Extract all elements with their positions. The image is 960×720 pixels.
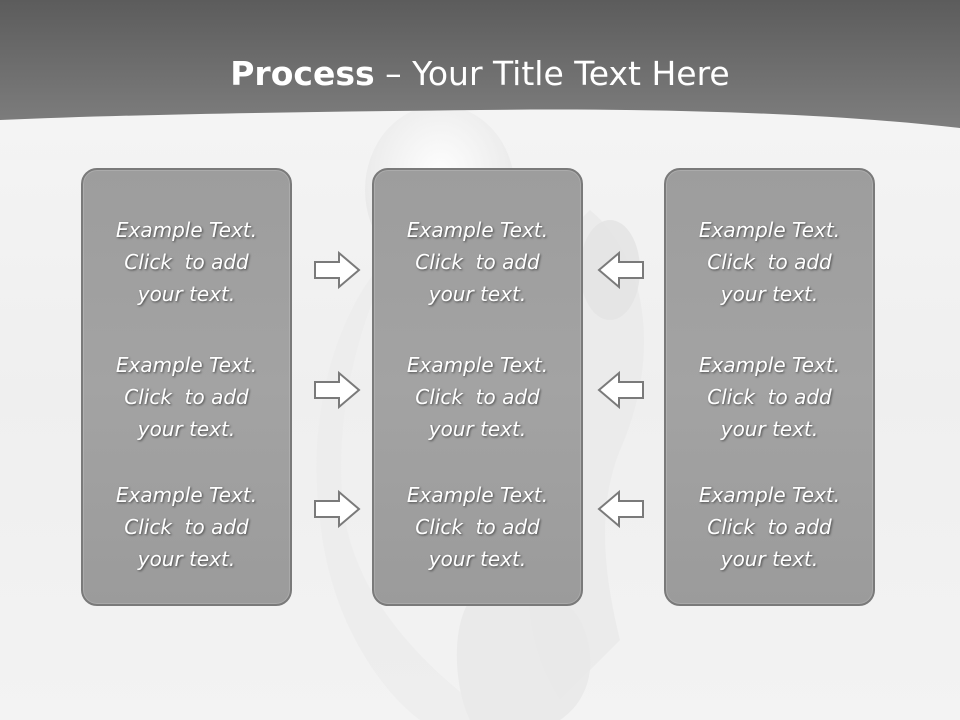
text-line: Example Text. [698, 353, 841, 377]
page-title: Process – Your Title Text Here [0, 50, 960, 98]
right-text-panel[interactable]: Example Text. Click to add your text. Ex… [664, 168, 875, 606]
text-placeholder[interactable]: Example Text. Click to add your text. [83, 349, 290, 445]
text-placeholder[interactable]: Example Text. Click to add your text. [374, 349, 581, 445]
text-placeholder[interactable]: Example Text. Click to add your text. [374, 214, 581, 310]
text-line: Example Text. [406, 353, 549, 377]
text-line: your text. [428, 417, 527, 441]
arrow-right-icon [314, 250, 361, 290]
arrow-left-icon [597, 489, 644, 529]
text-line: your text. [428, 282, 527, 306]
text-line: Example Text. [115, 218, 258, 242]
text-line: Click to add [415, 515, 540, 539]
text-line: your text. [720, 282, 819, 306]
text-placeholder[interactable]: Example Text. Click to add your text. [666, 479, 873, 575]
center-text-panel[interactable]: Example Text. Click to add your text. Ex… [372, 168, 583, 606]
title-rest: – Your Title Text Here [374, 54, 730, 93]
left-text-panel[interactable]: Example Text. Click to add your text. Ex… [81, 168, 292, 606]
title-bold: Process [230, 54, 375, 93]
text-line: Example Text. [115, 353, 258, 377]
text-line: Example Text. [406, 218, 549, 242]
arrow-left-icon [597, 250, 644, 290]
text-placeholder[interactable]: Example Text. Click to add your text. [83, 479, 290, 575]
text-line: Click to add [415, 250, 540, 274]
text-placeholder[interactable]: Example Text. Click to add your text. [374, 479, 581, 575]
arrow-right-icon [314, 370, 361, 410]
text-line: Click to add [707, 385, 832, 409]
text-line: Click to add [415, 385, 540, 409]
text-line: Example Text. [698, 483, 841, 507]
text-placeholder[interactable]: Example Text. Click to add your text. [666, 214, 873, 310]
text-line: your text. [137, 282, 236, 306]
text-line: Click to add [707, 250, 832, 274]
text-line: Example Text. [115, 483, 258, 507]
text-line: Example Text. [406, 483, 549, 507]
text-line: Click to add [124, 515, 249, 539]
text-line: your text. [720, 547, 819, 571]
header-band [0, 0, 960, 128]
text-line: your text. [720, 417, 819, 441]
text-placeholder[interactable]: Example Text. Click to add your text. [83, 214, 290, 310]
arrow-right-icon [314, 489, 361, 529]
text-line: your text. [428, 547, 527, 571]
text-line: your text. [137, 547, 236, 571]
text-line: Click to add [124, 385, 249, 409]
text-line: Example Text. [698, 218, 841, 242]
text-line: Click to add [124, 250, 249, 274]
text-line: your text. [137, 417, 236, 441]
text-line: Click to add [707, 515, 832, 539]
text-placeholder[interactable]: Example Text. Click to add your text. [666, 349, 873, 445]
arrow-left-icon [597, 370, 644, 410]
